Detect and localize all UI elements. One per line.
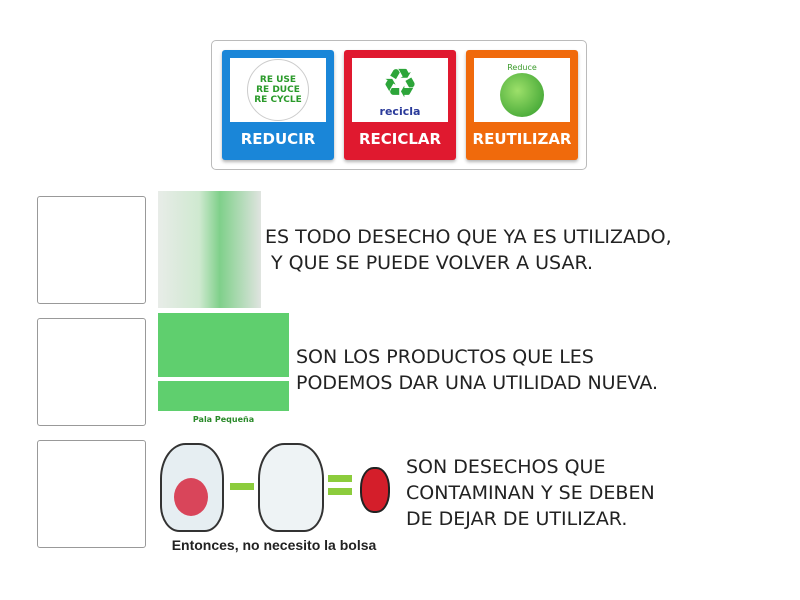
- reduce-text: Reduce: [507, 63, 537, 72]
- tile-reutilizar[interactable]: Reduce REUTILIZAR: [466, 50, 578, 160]
- drop-zone-1[interactable]: [37, 196, 146, 304]
- green-globe-image: Reduce: [474, 58, 570, 122]
- bottles-image: [158, 191, 261, 308]
- plastic-shovel-image: Pala Pequeña: [158, 313, 289, 428]
- drop-zone-2[interactable]: [37, 318, 146, 426]
- description-2: SON LOS PRODUCTOS QUE LES PODEMOS DAR UN…: [296, 346, 659, 394]
- description-1: ES TODO DESECHO QUE YA ES UTILIZADO, Y Q…: [265, 226, 672, 274]
- drop-zone-3[interactable]: [37, 440, 146, 548]
- image-caption: Pala Pequeña: [192, 415, 255, 424]
- tile-label: REDUCIR: [240, 130, 316, 148]
- tile-label: RECICLAR: [358, 130, 442, 148]
- tile-reciclar[interactable]: ♻ recicla RECICLAR: [344, 50, 456, 160]
- bag-apple-image: Entonces, no necesito la bolsa: [158, 433, 390, 556]
- tile-label: REUTILIZAR: [472, 130, 572, 148]
- recicla-text: recicla: [379, 105, 421, 118]
- recycle-image: ♻ recicla: [352, 58, 448, 122]
- description-3: SON DESECHOS QUE CONTAMINAN Y SE DEBEN D…: [406, 456, 655, 530]
- image-caption: Entonces, no necesito la bolsa: [171, 537, 377, 553]
